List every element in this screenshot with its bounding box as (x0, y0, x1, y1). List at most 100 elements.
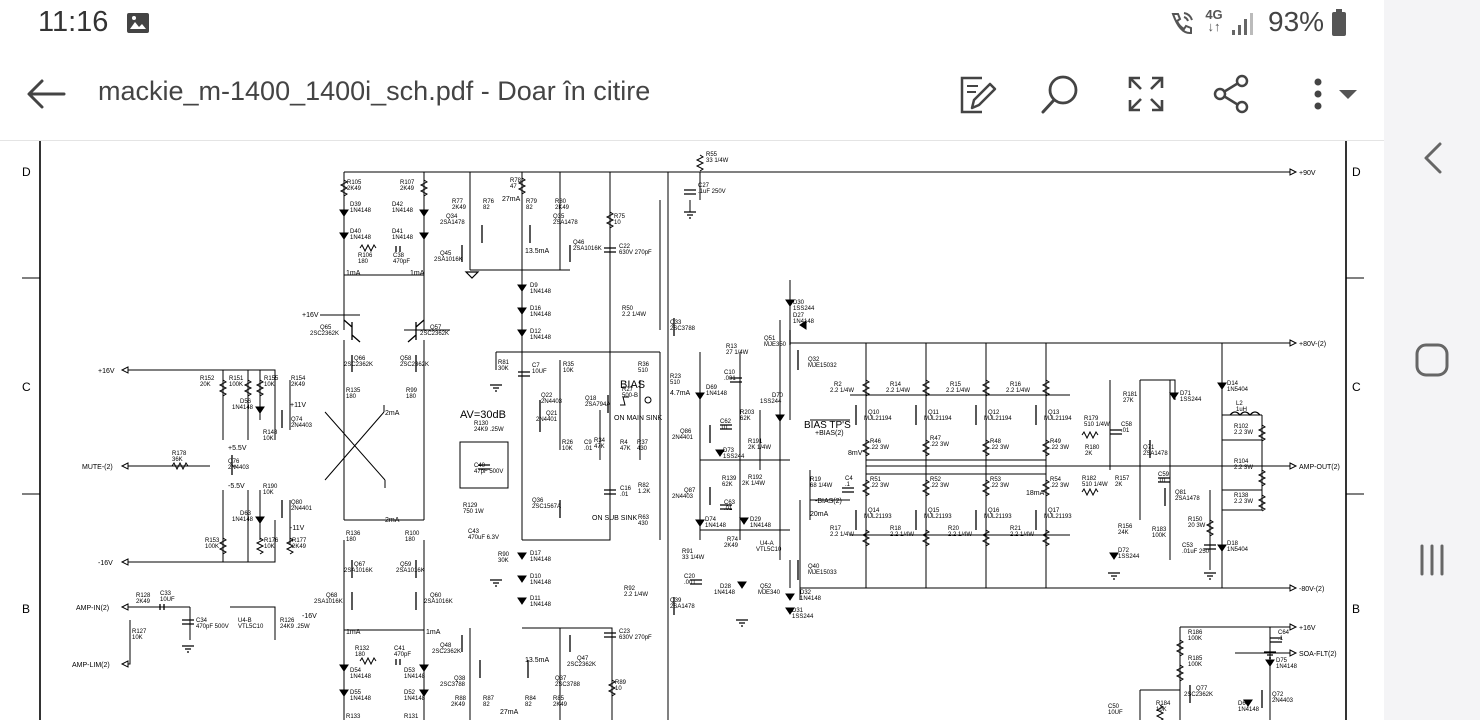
component-value: MJE15032 (808, 363, 837, 369)
component-ref: Q52 (760, 584, 772, 590)
component-value: 1.2K (638, 489, 650, 495)
component-value: 2SA1478 (1143, 451, 1168, 457)
battery-percent: 93% (1268, 6, 1325, 37)
component-ref: R179 (1084, 416, 1099, 422)
component-ref: D41 (392, 229, 404, 235)
component-value: 2N4403 (541, 399, 563, 405)
component-value: 10UF (160, 597, 175, 603)
component-value: .01 (620, 492, 629, 498)
component-value: 2K 1/4W (748, 445, 771, 451)
component-value: 36K (172, 457, 183, 463)
status-bar: 11:16 4G ↓↑ 93% (0, 0, 1384, 48)
component-ref: Q17 (1048, 508, 1060, 514)
component-ref: Q45 (440, 251, 452, 257)
component-ref: Q72 (1272, 692, 1284, 698)
component-ref: R79 (526, 199, 538, 205)
component-value: 1N4148 (750, 523, 772, 529)
component-value: .22 3W (1050, 445, 1069, 451)
fullscreen-button[interactable] (1122, 70, 1170, 118)
nav-back-button[interactable] (1408, 134, 1456, 182)
component-value: 1SS244 (792, 614, 814, 620)
component-ref: D14 (1227, 381, 1239, 387)
component-ref: Q13 (1048, 410, 1060, 416)
component-ref: R84 (525, 696, 537, 702)
component-ref: D69 (706, 385, 718, 391)
component-ref: R133 (346, 714, 361, 720)
component-ref: D71 (1180, 391, 1192, 397)
component-value: 630V 270pF (619, 250, 652, 256)
component-value: 430 (637, 446, 648, 452)
nav-home-button[interactable] (1408, 336, 1456, 384)
pdf-viewer[interactable]: D C B D C B (0, 141, 1384, 720)
component-value: 750 1W (463, 509, 484, 515)
annotation-1ma-c: 1mA (346, 629, 361, 636)
search-button[interactable] (1036, 70, 1084, 118)
component-ref: Q40 (808, 564, 820, 570)
component-ref: C40 (474, 463, 486, 469)
component-value: 2K 1/4W (742, 481, 765, 487)
component-value: 510 (670, 380, 681, 386)
component-ref: R17 (830, 526, 842, 532)
component-value: 2K49 (400, 186, 415, 192)
component-value: 82 (526, 205, 533, 211)
component-value: MJL21193 (924, 514, 952, 520)
component-ref: Q87 (684, 488, 696, 494)
component-value: .01 (584, 446, 593, 452)
component-ref: R102 (1234, 424, 1249, 430)
component-value: 2N4401 (536, 417, 558, 423)
component-ref: R27 (622, 387, 634, 393)
component-value: 470pF (394, 652, 411, 658)
component-ref: Q65 (320, 325, 332, 331)
component-value: VTL5C10 (756, 547, 782, 553)
component-ref: R126 (280, 618, 295, 624)
component-value: 1N4148 (232, 405, 254, 411)
share-button[interactable] (1208, 70, 1256, 118)
component-value: 2SC3788 (440, 682, 466, 688)
component-ref: D72 (1118, 548, 1130, 554)
component-ref: U4-A (760, 541, 774, 547)
component-ref: R176 (264, 538, 279, 544)
component-value: 180 (358, 259, 369, 265)
back-button[interactable] (22, 70, 70, 118)
component-value: 2N4403 (672, 494, 694, 500)
component-ref: R139 (722, 476, 737, 482)
component-ref: R63 (638, 515, 650, 521)
signal-label-amp-out: AMP-OUT(2) (1299, 464, 1340, 471)
component-value: 10K (132, 635, 143, 641)
component-ref: R85 (553, 696, 565, 702)
component-label: C10.001 (724, 370, 736, 382)
more-options-button[interactable] (1296, 70, 1366, 118)
component-ref: R190 (263, 484, 278, 490)
component-value: 33 1/4W (682, 555, 705, 561)
nav-recents-button[interactable] (1408, 536, 1456, 584)
component-ref: D42 (392, 202, 404, 208)
component-ref: R51 (870, 477, 882, 483)
component-value: 470uF 6.3V (468, 535, 499, 541)
component-value: 2SC2362K (400, 362, 429, 368)
component-value: 2.2 1/4W (946, 388, 970, 394)
annotation-8mv: 8mV (848, 450, 863, 457)
component-ref: R185 (1188, 656, 1203, 662)
edit-button[interactable] (952, 70, 1000, 118)
component-ref: C9 (584, 440, 592, 446)
component-value: 2.2 1/4W (830, 388, 854, 394)
component-label: R49.22 3W (1050, 439, 1069, 451)
component-value: 1SS244 (760, 399, 782, 405)
